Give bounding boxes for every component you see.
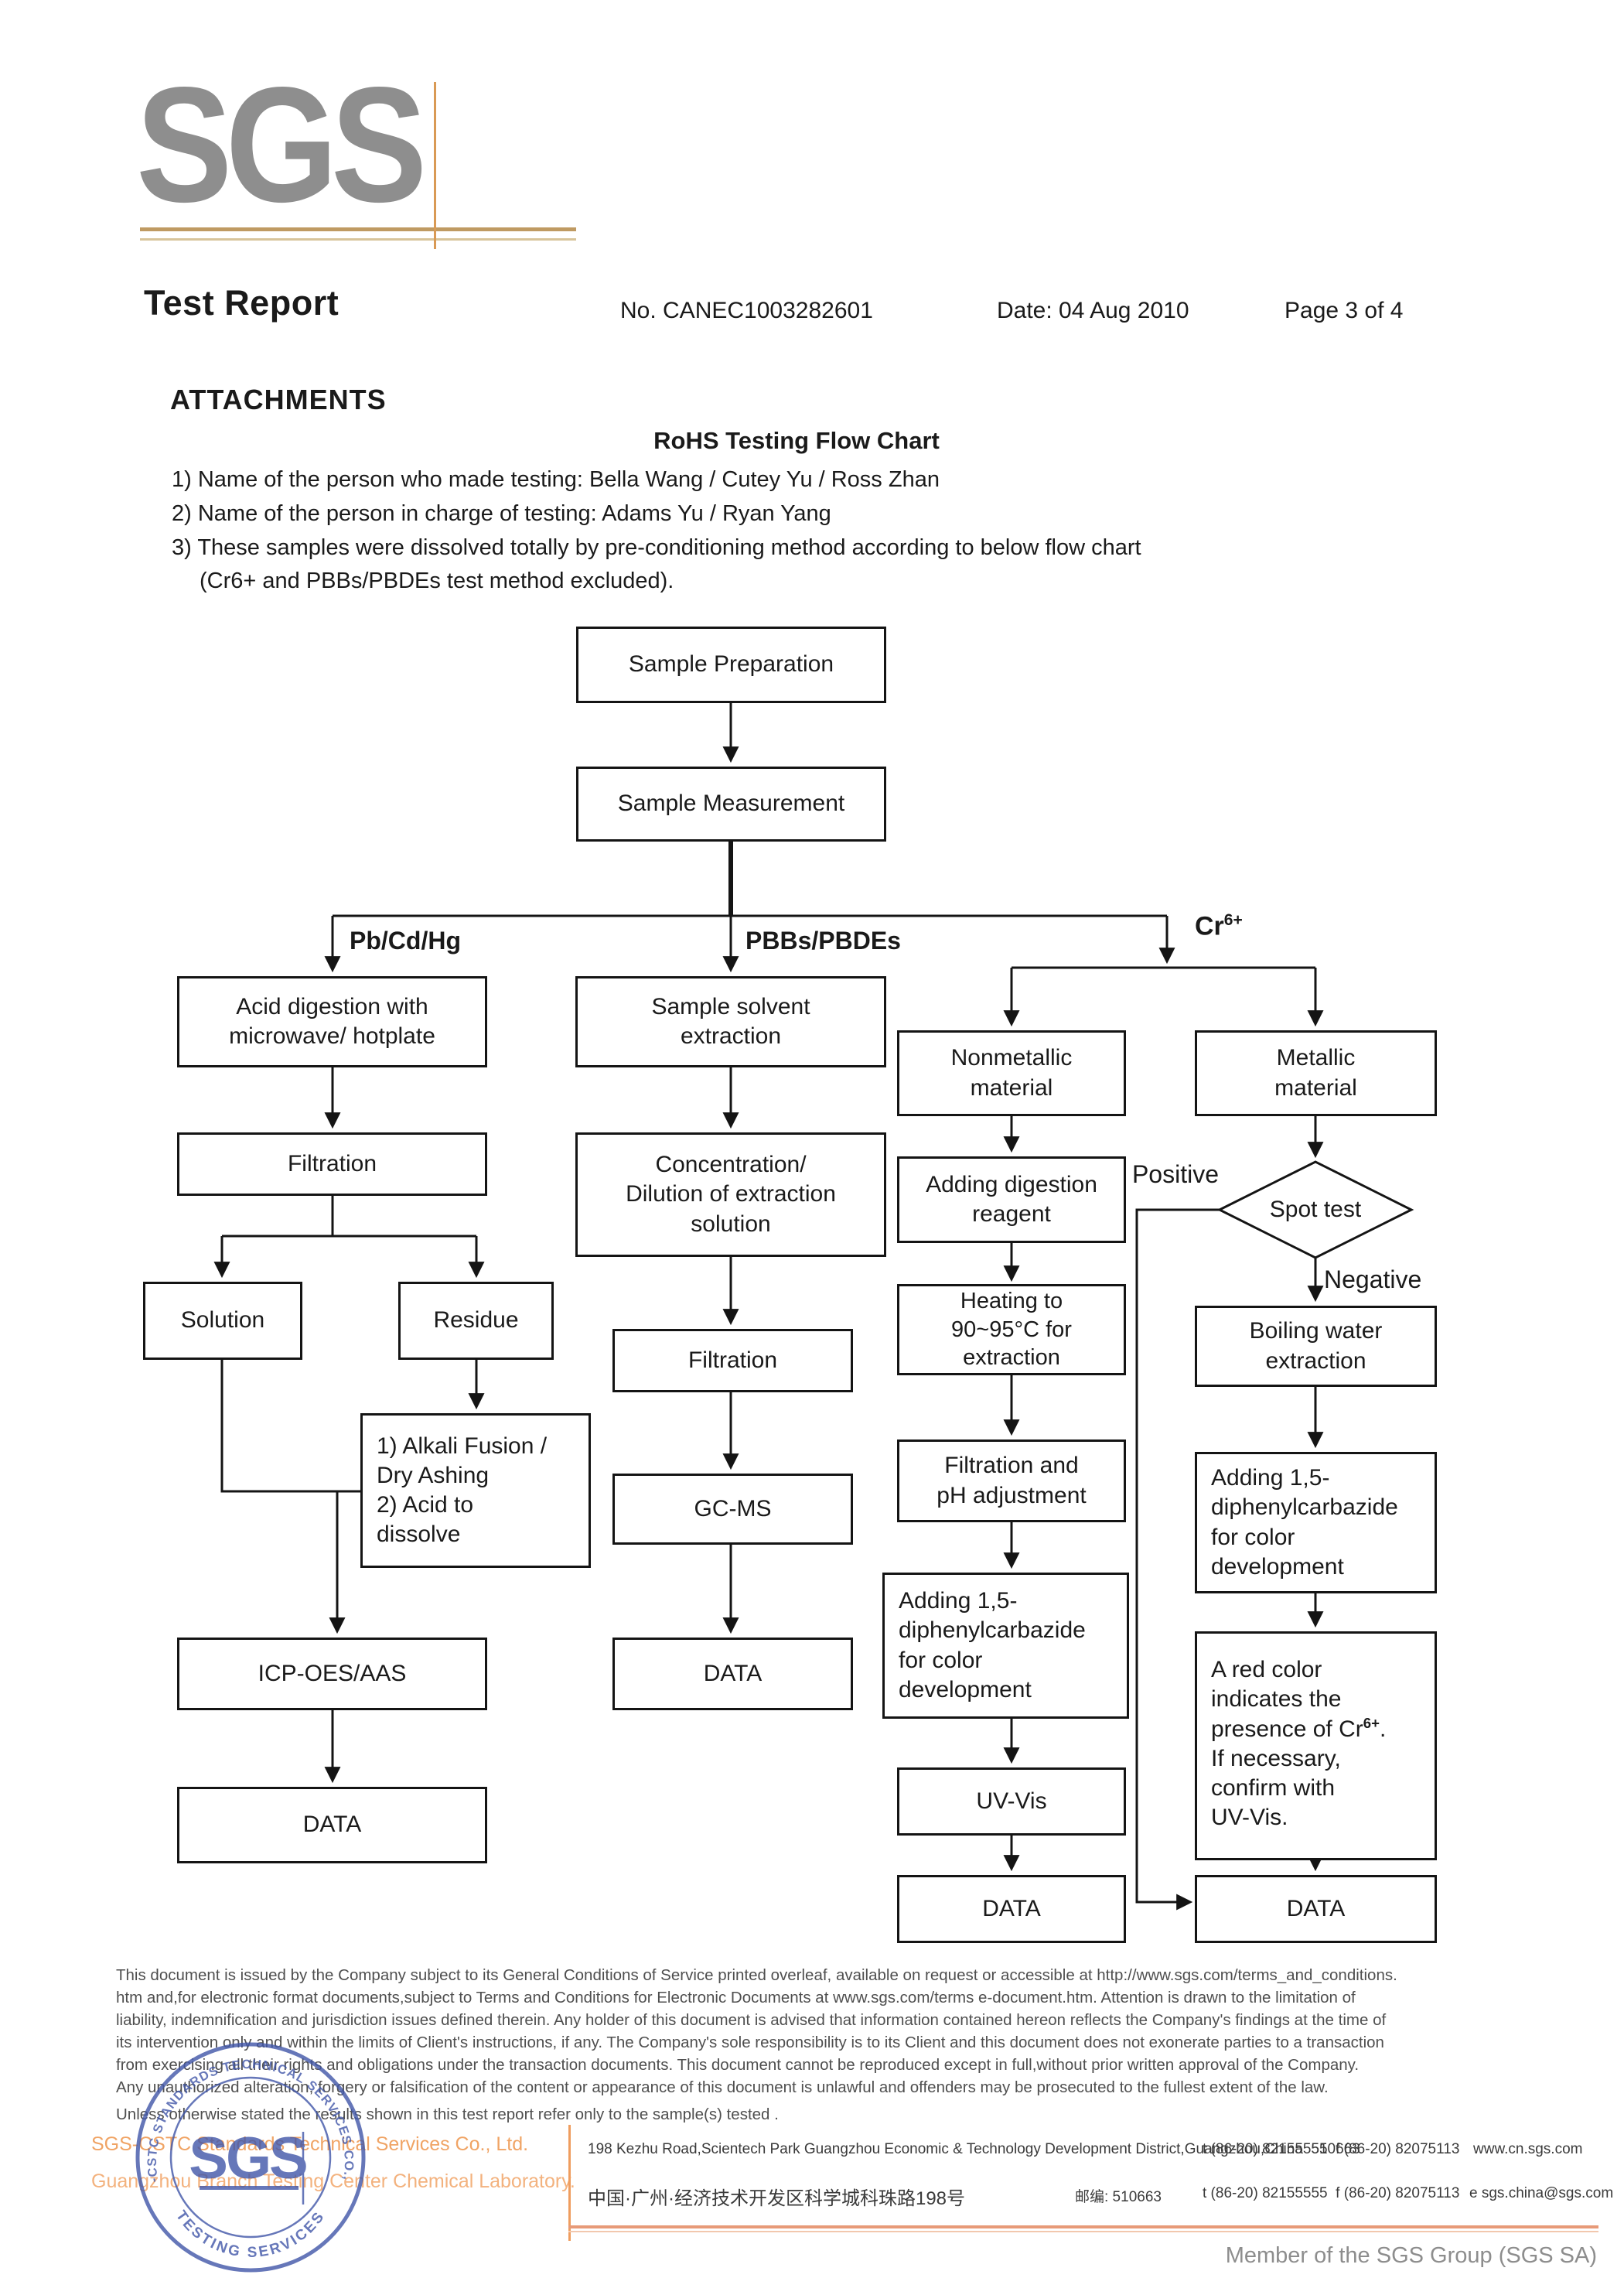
legal-text-line: its intervention only and within the lim… (116, 2034, 1384, 2051)
page-title: Test Report (144, 283, 339, 323)
flow-node-spot-test: Spot test (1269, 1197, 1362, 1222)
flow-node-icp-oes-aas: ICP-OES/AAS (177, 1638, 487, 1710)
legal-text-line: htm and,for electronic format documents,… (116, 1989, 1356, 2006)
edge-label-positive: Positive (1131, 1160, 1219, 1188)
company-name: SGS-CSTC Standards Technical Services Co… (91, 2133, 529, 2155)
branch-label-pbbs-pbdes: PBBs/PBDEs (745, 927, 901, 955)
flow-node-filtration-ph-adjustment: Filtration and pH adjustment (897, 1439, 1126, 1522)
attachments-heading: ATTACHMENTS (170, 384, 387, 415)
flow-node-adding-dpc-metallic: Adding 1,5- diphenylcarbazide for color … (1195, 1452, 1437, 1593)
legal-text-line: Any unauthorized alteration, forgery or … (116, 2078, 1329, 2096)
flow-node-heating-extraction: Heating to 90~95°C for extraction (897, 1284, 1126, 1375)
address-chinese: 中国·广州·经济技术开发区科学城科珠路198号 (588, 2188, 966, 2209)
flow-chart-title: RoHS Testing Flow Chart (653, 427, 940, 454)
flow-node-sample-preparation: Sample Preparation (576, 627, 886, 703)
flow-node-alkali-fusion: 1) Alkali Fusion / Dry Ashing 2) Acid to… (360, 1413, 591, 1568)
note-1: 1) Name of the person who made testing: … (172, 467, 940, 492)
flow-node-filtration-left: Filtration (177, 1132, 487, 1196)
flow-node-concentration-dilution: Concentration/ Dilution of extraction so… (575, 1132, 886, 1257)
flow-node-data-nonmetallic: DATA (897, 1875, 1126, 1943)
note-3: 3) These samples were dissolved totally … (172, 535, 1141, 560)
sgs-logo: SGS (136, 53, 427, 236)
stamp-sgs-underline (200, 2186, 299, 2190)
flow-node-uv-vis: UV-Vis (897, 1767, 1126, 1836)
flow-node-sample-measurement: Sample Measurement (576, 767, 886, 842)
footer-rule-horizontal (568, 2225, 1598, 2228)
contact-english: t (86-20) 82155555 f (86-20) 82075113 (1203, 2141, 1460, 2157)
flow-node-metallic-material: Metallic material (1195, 1030, 1437, 1116)
logo-underline-thin (140, 238, 576, 241)
address-english: 198 Kezhu Road,Scientech Park Guangzhou … (588, 2141, 1360, 2157)
website: www.cn.sgs.com (1473, 2141, 1583, 2157)
flow-node-nonmetallic-material: Nonmetallic material (897, 1030, 1126, 1116)
sgs-group-member-note: Member of the SGS Group (SGS SA) (1225, 2243, 1597, 2268)
legal-text-line: This document is issued by the Company s… (116, 1966, 1397, 1984)
note-2: 2) Name of the person in charge of testi… (172, 501, 831, 526)
flow-node-sample-solvent-extraction: Sample solvent extraction (575, 976, 886, 1067)
flow-node-gc-ms: GC-MS (612, 1474, 853, 1545)
cr-label-base: Cr (1195, 911, 1224, 941)
page-indicator: Page 3 of 4 (1285, 298, 1404, 323)
logo-underline (140, 227, 576, 231)
flow-node-data-metallic: DATA (1195, 1875, 1437, 1943)
branch-label-cr6: Cr6+ (1195, 911, 1243, 941)
red-color-text-end: . If necessary, confirm with UV-Vis. (1211, 1716, 1387, 1831)
cr-label-sup: 6+ (1223, 911, 1243, 929)
flow-node-data-middle: DATA (612, 1638, 853, 1710)
postal-code-chinese: 邮编: 510663 (1075, 2189, 1162, 2205)
red-color-text: A red color indicates the presence of Cr (1211, 1657, 1363, 1743)
flow-node-residue: Residue (398, 1282, 554, 1360)
stamp-center-sgs: SGS (189, 2126, 306, 2191)
edge-label-negative: Negative (1324, 1265, 1422, 1293)
report-number: No. CANEC1003282601 (620, 298, 873, 323)
flow-node-boiling-water-extraction: Boiling water extraction (1195, 1306, 1437, 1387)
flow-node-acid-digestion: Acid digestion with microwave/ hotplate (177, 976, 487, 1067)
flow-node-data-left: DATA (177, 1787, 487, 1863)
red-color-sup: 6+ (1363, 1715, 1380, 1732)
flow-node-adding-dpc-nonmetallic: Adding 1,5- diphenylcarbazide for color … (882, 1573, 1129, 1719)
flow-node-adding-digestion-reagent: Adding digestion reagent (897, 1156, 1126, 1243)
flow-node-red-color-note: A red color indicates the presence of Cr… (1195, 1631, 1437, 1860)
footer-rule-horizontal-thin (568, 2231, 1598, 2232)
branch-label-pb-cd-hg: Pb/Cd/Hg (350, 927, 461, 955)
legal-text-line: liability, indemnification and jurisdict… (116, 2011, 1387, 2029)
legal-text-line: from exercising all their rights and obl… (116, 2056, 1360, 2074)
logo-vertical-line (434, 82, 436, 249)
report-date: Date: 04 Aug 2010 (997, 298, 1189, 323)
flow-node-solution: Solution (143, 1282, 302, 1360)
legal-text-tested-note: Unless otherwise stated the results show… (116, 2105, 779, 2123)
note-3-continued: (Cr6+ and PBBs/PBDEs test method exclude… (200, 569, 674, 593)
company-stamp: SGS-CSTC STANDARDS TECHNICAL SERVICES CO… (130, 2039, 366, 2273)
contact-chinese: t (86-20) 82155555 f (86-20) 82075113 (1203, 2185, 1460, 2201)
email: e sgs.china@sgs.com (1469, 2185, 1614, 2201)
footer-divider-vertical (568, 2125, 571, 2241)
flow-node-filtration-middle: Filtration (612, 1329, 853, 1392)
